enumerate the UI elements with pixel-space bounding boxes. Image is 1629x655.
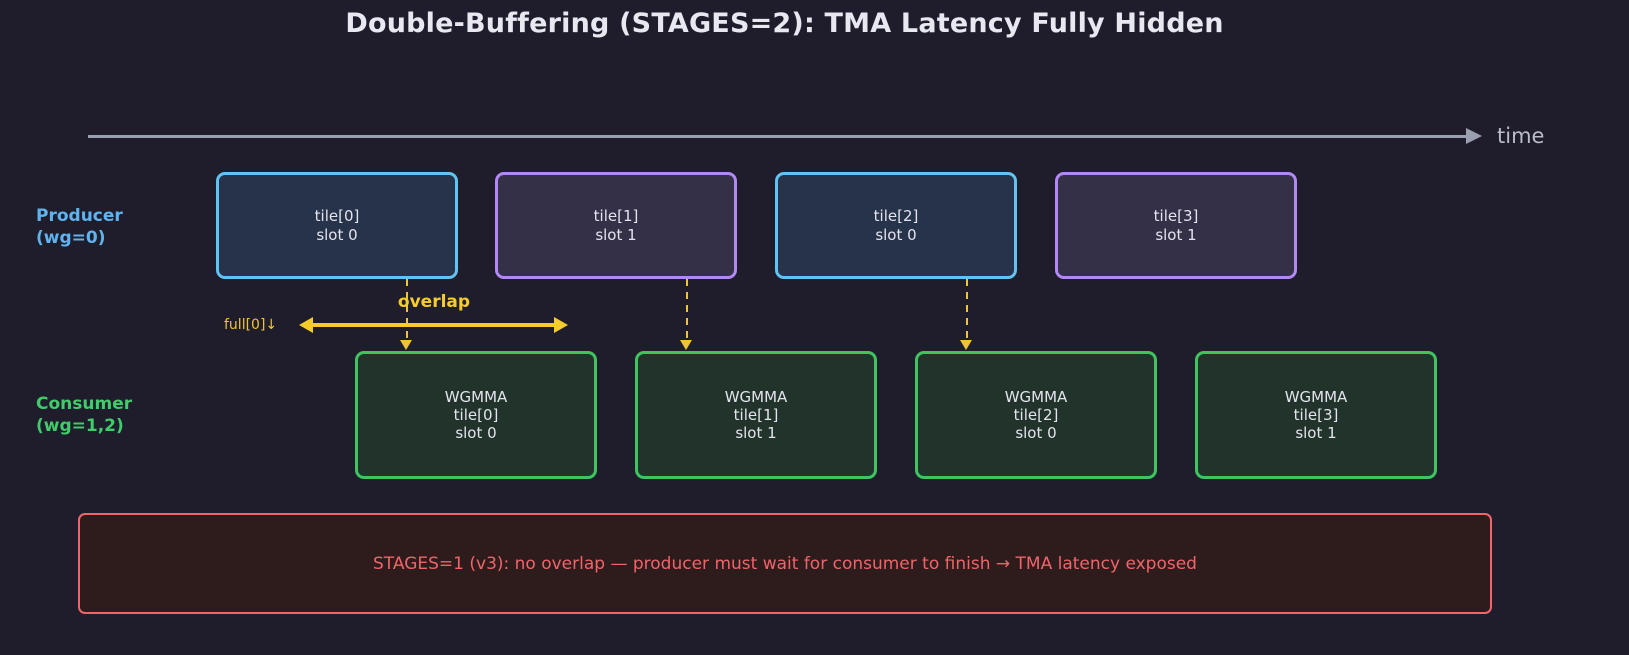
dependency-arrowhead-icon-tile0 [400,340,412,350]
producer-box-tile0[interactable]: tile[0] slot 0 [216,172,458,279]
consumer-box-wgmma0[interactable]: WGMMA tile[0] slot 0 [355,351,597,479]
full-barrier-label: full[0]↓ [224,317,278,333]
footnote-text: STAGES=1 (v3): no overlap — producer mus… [373,553,1197,574]
time-axis-label: time [1497,124,1545,148]
producer-box-tile1[interactable]: tile[1] slot 1 [495,172,737,279]
time-axis-arrowhead-icon [1466,128,1482,144]
footnote-box: STAGES=1 (v3): no overlap — producer mus… [78,513,1492,614]
consumer-box-wgmma3[interactable]: WGMMA tile[3] slot 1 [1195,351,1437,479]
consumer-row-label: Consumer (wg=1,2) [36,394,133,437]
overlap-arrowhead-right-icon [554,317,568,333]
consumer-box-wgmma2[interactable]: WGMMA tile[2] slot 0 [915,351,1157,479]
producer-row-label: Producer (wg=0) [36,206,123,249]
consumer-box-wgmma1[interactable]: WGMMA tile[1] slot 1 [635,351,877,479]
overlap-arrowhead-left-icon [299,317,313,333]
dependency-arrow-tile2 [966,279,968,341]
time-axis-line [88,135,1469,138]
producer-box-tile2[interactable]: tile[2] slot 0 [775,172,1017,279]
overlap-span-line [311,323,557,327]
producer-box-tile3[interactable]: tile[3] slot 1 [1055,172,1297,279]
dependency-arrow-tile0 [406,279,408,341]
overlap-label: overlap [397,292,471,312]
dependency-arrowhead-icon-tile1 [680,340,692,350]
dependency-arrowhead-icon-tile2 [960,340,972,350]
page-title: Double-Buffering (STAGES=2): TMA Latency… [345,8,1224,39]
dependency-arrow-tile1 [686,279,688,341]
